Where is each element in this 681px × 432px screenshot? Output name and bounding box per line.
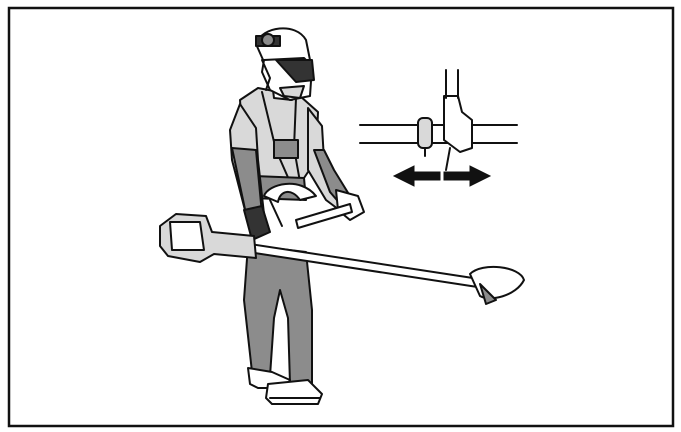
mask (280, 86, 304, 98)
trimmer-battery (170, 222, 204, 250)
ear-muff (262, 34, 274, 46)
figure-border (9, 8, 673, 426)
harness-buckle (274, 140, 298, 158)
clamp-knob (418, 118, 432, 148)
